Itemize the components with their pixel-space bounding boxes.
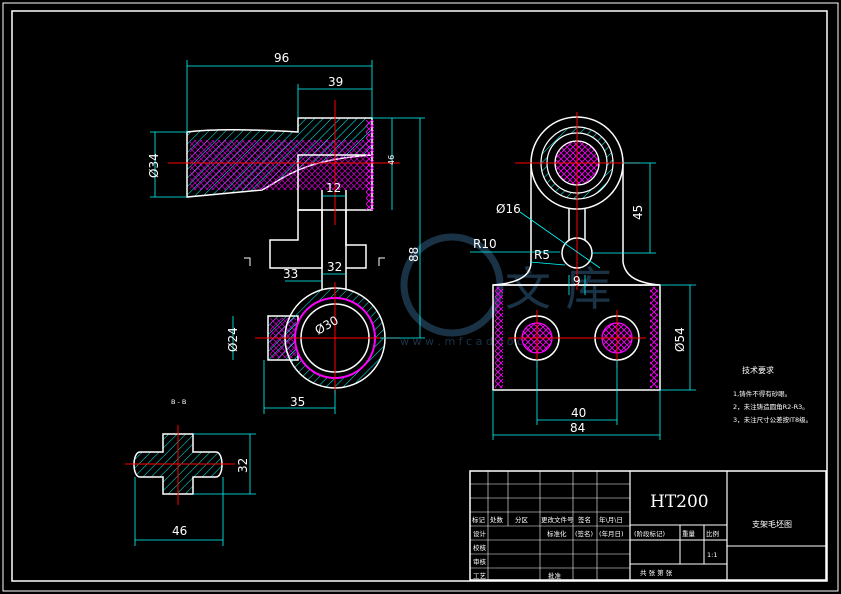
dim-r10: R10 xyxy=(473,237,497,251)
dim-32: 32 xyxy=(327,260,342,274)
col-count: 处数 xyxy=(490,515,504,524)
svg-text:文 库: 文 库 xyxy=(505,262,612,316)
dim-35: 35 xyxy=(290,395,305,409)
dim-9: 9 xyxy=(573,274,581,288)
date2: (年月日) xyxy=(599,529,624,538)
svg-text:w w w . m f c a d d o c: w w w . m f c a d d o c xyxy=(400,335,523,348)
sheets: 共 张 第 张 xyxy=(640,568,673,577)
row-design: 设计 xyxy=(473,529,487,538)
dim-88: 88 xyxy=(407,247,421,262)
row-review: 审核 xyxy=(473,557,487,566)
title-block xyxy=(469,470,827,581)
section-view xyxy=(125,425,235,505)
dim-46: 46 xyxy=(387,155,396,165)
dim-33: 33 xyxy=(283,267,298,281)
row-process: 工艺 xyxy=(473,572,487,580)
standardize: 标准化 xyxy=(547,529,567,538)
col-mark: 标记 xyxy=(472,515,486,524)
dim-r5: R5 xyxy=(534,248,550,262)
dim-96: 96 xyxy=(274,51,289,65)
dim-section-46: 46 xyxy=(172,524,187,538)
dim-40: 40 xyxy=(571,406,586,420)
dim-39: 39 xyxy=(328,75,343,89)
dim-d16: Ø16 xyxy=(496,202,521,216)
dim-d34: Ø34 xyxy=(147,153,161,178)
row-check: 校核 xyxy=(473,543,487,552)
dim-d54: Ø54 xyxy=(673,327,687,352)
dim-84: 84 xyxy=(570,421,585,435)
part-name: 支架毛坯图 xyxy=(752,519,792,529)
col-docno: 更改文件号 xyxy=(541,515,574,524)
weight: 重量 xyxy=(682,530,696,538)
tech-notes-heading: 技术要求 xyxy=(742,365,774,375)
approve: 批准 xyxy=(548,571,562,580)
sign2: (签名) xyxy=(575,529,593,538)
side-view xyxy=(492,112,661,391)
dim-45: 45 xyxy=(631,205,645,220)
material-label: HT200 xyxy=(650,492,709,512)
stage-mark: (阶段标记) xyxy=(634,529,665,538)
dim-section-32: 32 xyxy=(236,458,250,473)
side-view-dimensions xyxy=(470,162,696,440)
tech-note-2: 2，未注铸造圆角R2-R3。 xyxy=(733,402,809,411)
col-date: 年\月\日 xyxy=(599,515,623,524)
dim-d24: Ø24 xyxy=(226,327,240,352)
inner-border xyxy=(11,10,828,582)
front-view-ring xyxy=(255,282,400,395)
tech-note-1: 1,铸件不得有砂眼。 xyxy=(733,389,791,398)
section-dimensions xyxy=(134,433,256,546)
watermark: 文 库 w w w . m f c a d d o c xyxy=(400,233,612,348)
front-view-dimensions xyxy=(150,60,425,414)
col-sign: 签名 xyxy=(578,515,591,524)
front-view-stem xyxy=(244,190,385,290)
section-label: B - B xyxy=(171,398,186,406)
front-view-arm xyxy=(168,100,400,225)
tech-note-3: 3，未注尺寸公差按IT8级。 xyxy=(733,415,812,424)
col-zone: 分区 xyxy=(515,515,529,524)
dim-12: 12 xyxy=(326,181,341,195)
ratio: 比例 xyxy=(706,529,719,538)
scale-value: 1:1 xyxy=(707,551,717,559)
